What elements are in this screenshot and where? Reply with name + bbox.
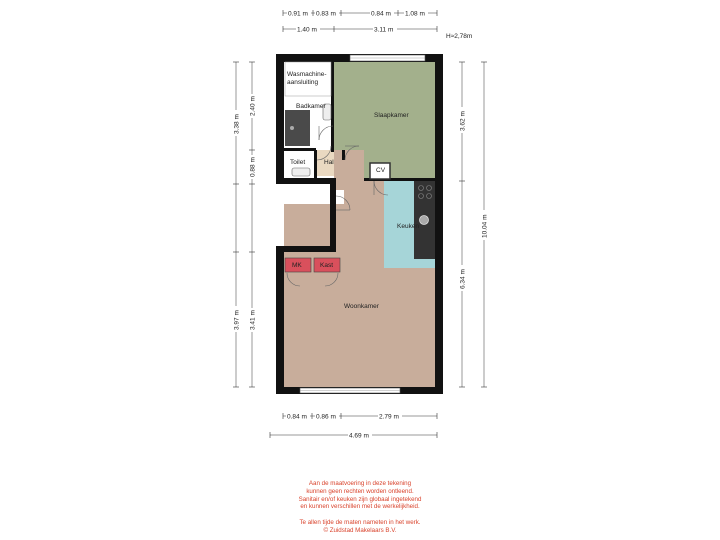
disclaimer-line: Te allen tijde de maten nameten in het w… [299, 518, 421, 526]
bathroom-sink [322, 103, 332, 121]
label-toilet: Toilet [290, 159, 305, 166]
label-badkamer: Badkamer [296, 103, 326, 110]
disclaimer-line: Aan de maatvoering in deze tekening [308, 480, 412, 487]
dim-bottom-2: 0.86 m [316, 414, 336, 421]
dim-right-outer: 10.04 m [482, 215, 489, 239]
label-keuken: Keuken [397, 223, 419, 230]
dim-top-4: 1.08 m [405, 11, 425, 18]
dim-bottom-3: 2.79 m [379, 414, 399, 421]
dim-right-inner-1: 3.62 m [460, 111, 467, 131]
dim-bottom-1: 0.84 m [287, 414, 307, 421]
shower-drain-icon [290, 126, 294, 130]
disclaimer-line [230, 511, 490, 519]
height-note: H≈2,78m [446, 33, 472, 40]
doors [286, 125, 389, 287]
label-cv: CV [376, 167, 386, 174]
dim-left-outer-2: 3.97 m [234, 310, 241, 330]
dim-top-3: 0.84 m [371, 11, 391, 18]
label-hal: Hal [324, 159, 334, 166]
shower [285, 110, 310, 146]
dim-top-2: 0.83 m [316, 11, 336, 18]
disclaimer-line: © Zuidstad Makelaars B.V. [323, 526, 397, 534]
dim-left-outer-1: 3.38 m [234, 114, 241, 134]
disclaimer-line: Sanitair en/of keuken zijn globaal inget… [298, 495, 422, 503]
kitchen-sink-icon [419, 215, 429, 225]
label-mk: MK [292, 262, 302, 269]
dimension-ticks [233, 10, 487, 438]
washing-machine-area [284, 61, 332, 97]
dim-left-inner-2: 0.88 m [250, 157, 257, 177]
stove-icon [418, 185, 432, 199]
cv-boiler [369, 162, 391, 180]
hal-floor-2 [334, 150, 364, 190]
dim-top-1: 0.91 m [288, 11, 308, 18]
disclaimer: Aan de maatvoering in deze tekening kunn… [230, 480, 490, 535]
label-slaapkamer: Slaapkamer [374, 112, 410, 119]
dim-left-inner-1: 2.40 m [250, 96, 257, 116]
dim-bottom-total: 4.69 m [349, 433, 369, 440]
dim-top-row2-1: 1.40 m [297, 27, 317, 34]
label-wasmachine-1: Wasmachine- [287, 71, 327, 78]
label-kast: Kast [320, 262, 333, 269]
kast-cabinet [313, 257, 341, 273]
dim-top-row2-2: 3.11 m [374, 27, 393, 34]
dim-left-inner-3: 3.41 m [250, 310, 257, 330]
dim-right-inner-2: 6.34 m [460, 269, 467, 289]
toilet-fixture [291, 167, 311, 177]
mk-cabinet [284, 257, 312, 273]
disclaimer-line: kunnen geen rechten worden ontleend. [306, 487, 414, 495]
label-woonkamer: Woonkamer [344, 303, 380, 310]
disclaimer-line: en kunnen verschillen met de werkelijkhe… [300, 503, 420, 511]
label-wasmachine-2: aansluiting [287, 79, 318, 86]
